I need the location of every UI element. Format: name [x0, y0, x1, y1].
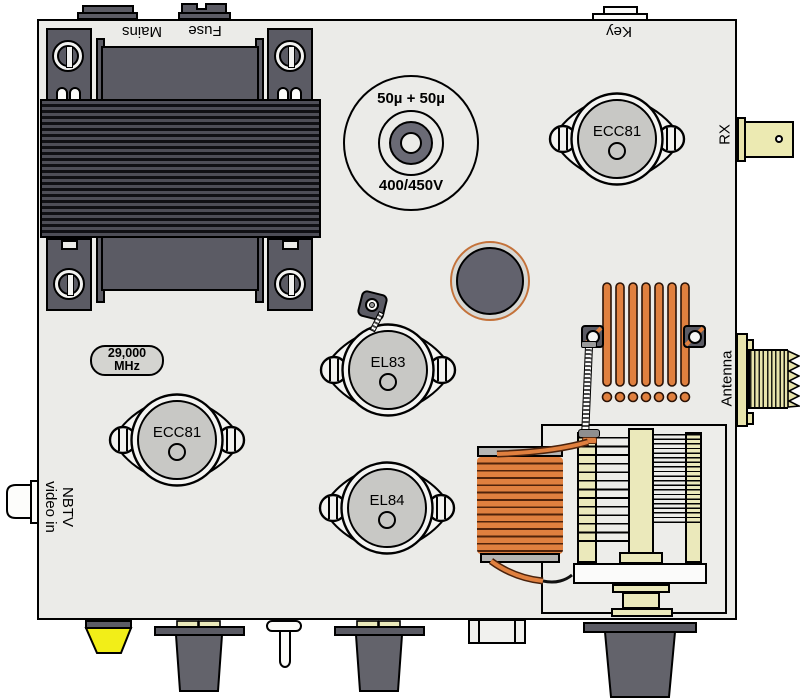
topcap-ring-center [369, 302, 375, 308]
capacitor-plates [653, 434, 702, 523]
knob [154, 620, 245, 692]
video-in-label: NBTV video in [42, 462, 76, 552]
rx-center-pin [775, 135, 783, 143]
rx-socket [737, 117, 794, 162]
tube-label: ECC81 [153, 424, 201, 441]
fuse-label: Fuse [188, 22, 222, 39]
antenna-threaded-barrel [748, 349, 788, 409]
capacitor-terminal-hole [400, 132, 422, 154]
crystal-frequency: 29,000 [107, 346, 147, 360]
key-label: Key [606, 23, 632, 40]
antenna-label: Antenna [718, 350, 736, 407]
toggle-switch [266, 620, 302, 668]
coil-windings [477, 457, 563, 554]
video-in-label-line1: NBTV [59, 486, 76, 527]
panel-bracket [468, 619, 526, 644]
capacitor-base [573, 563, 707, 584]
tube-label: EL84 [369, 492, 404, 509]
quartz-crystal [90, 345, 164, 376]
capacitor-terminal-ring [389, 121, 433, 165]
capacitor-rating-top: 50µ + 50µ [377, 90, 445, 107]
video-in-label-line2: video in [42, 481, 59, 533]
antenna-thread-end [787, 349, 800, 408]
antenna-flange [736, 333, 748, 427]
spring-collar [581, 341, 597, 348]
bracket-notch [56, 87, 68, 101]
yellow-knob [84, 620, 133, 654]
tube-tip [378, 511, 396, 529]
decoupling-capacitor-top [456, 247, 524, 315]
tube-tip [168, 443, 186, 461]
tube-label: EL83 [370, 354, 405, 371]
screw-head [52, 40, 84, 72]
rotor-shaft [622, 592, 660, 609]
transformer-core [40, 99, 321, 238]
tube-label: ECC81 [593, 123, 641, 140]
mains-label: Mains [122, 23, 163, 40]
capacitor-plates [577, 437, 628, 549]
antenna-flange-tab [746, 412, 754, 425]
tube-ecc81-bottom-left: ECC81 [108, 393, 246, 487]
key-jack [592, 13, 648, 21]
bracket-notch [69, 87, 81, 101]
fuse-holder [178, 12, 231, 20]
bracket-notch [282, 240, 299, 250]
mains-connector [77, 12, 138, 20]
transformer-end-bell-bottom [101, 236, 259, 291]
anode-coil [581, 282, 706, 403]
fuse-holder-slot [196, 3, 207, 10]
bracket-notch [290, 87, 302, 101]
coil-end-cap [477, 446, 563, 457]
capacitor-rating-bottom: 400/450V [378, 177, 444, 194]
transformer-end-bell-top [101, 46, 259, 101]
bracket-notch [61, 240, 78, 250]
bracket-notch [277, 87, 289, 101]
tube-tip [379, 373, 397, 391]
screw-head [274, 40, 306, 72]
video-socket [6, 480, 39, 524]
screw-head [274, 268, 306, 300]
tube-el83: EL83 [319, 323, 457, 417]
tube-ecc81-top-right: ECC81 [548, 92, 686, 186]
screw-head [53, 268, 85, 300]
tuning-knob-large [583, 622, 697, 698]
rotor-bar [628, 428, 654, 554]
panel-bracket-wall [478, 621, 480, 642]
rotor-shaft [611, 608, 673, 617]
crystal-label: 29,000 MHz [90, 347, 164, 373]
rx-label: RX [716, 124, 734, 145]
tube-tip [608, 142, 626, 160]
panel-bracket-wall [514, 621, 516, 642]
knob [334, 620, 425, 692]
tube-el84: EL84 [318, 461, 456, 555]
terminal-post-washer [582, 437, 597, 444]
coil-end-cap [480, 553, 560, 563]
crystal-unit: MHz [114, 359, 140, 373]
